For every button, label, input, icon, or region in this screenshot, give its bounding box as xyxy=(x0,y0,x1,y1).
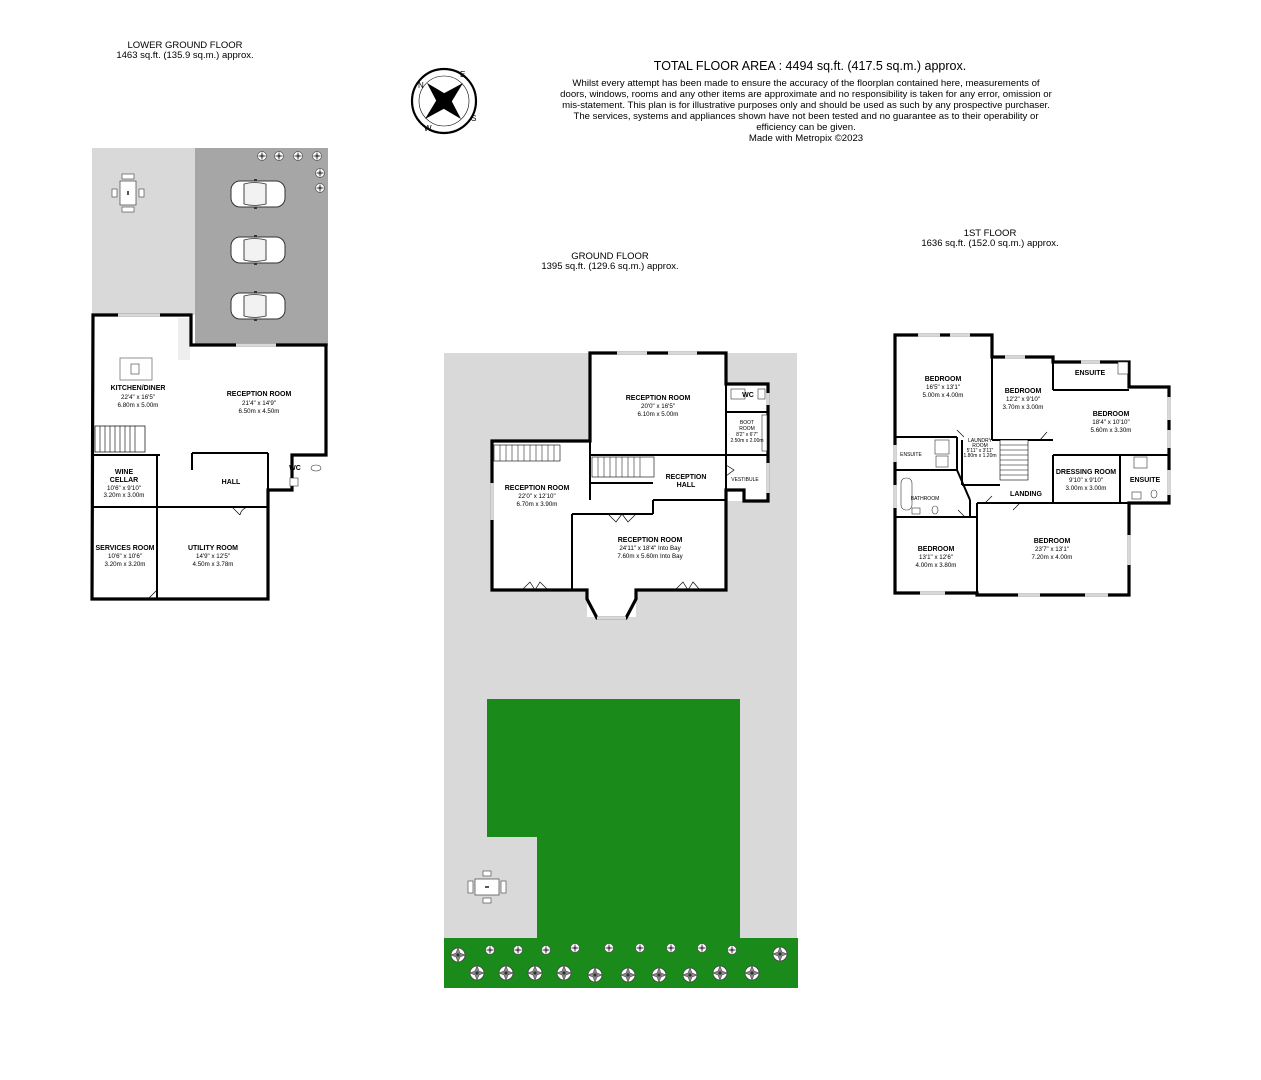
g-wc: WC xyxy=(742,392,754,399)
car-1 xyxy=(230,178,286,210)
compass-w-label: W xyxy=(424,124,432,133)
first-area: 1636 sq.ft. (152.0 sq.m.) approx. xyxy=(921,238,1059,249)
f-bed4-imperial: 13'1" x 12'6" xyxy=(919,554,953,561)
g-hall-line1: RECEPTION xyxy=(666,474,707,481)
f-laundry-metric: 1.80m x 1.20m xyxy=(963,453,996,459)
f-bed1-name: BEDROOM xyxy=(925,376,962,383)
f-bed4-name: BEDROOM xyxy=(918,546,955,553)
compass-n-label: N xyxy=(418,81,424,90)
lg-services-name: SERVICES ROOM xyxy=(96,545,155,552)
g-boot-imperial: 8'2" x 6'7" xyxy=(736,432,758,438)
f-bed2-name: BEDROOM xyxy=(1005,388,1042,395)
g-reception-bay-imperial: 24'11" x 18'4" Into Bay xyxy=(619,545,681,552)
lower-ground-floor-header: LOWER GROUND FLOOR 1463 sq.ft. (135.9 sq… xyxy=(100,41,270,61)
disclaimer-text: Whilst every attempt has been made to en… xyxy=(560,78,1052,133)
ground-area: 1395 sq.ft. (129.6 sq.m.) approx. xyxy=(541,261,679,272)
f-bed1-imperial: 16'5" x 13'1" xyxy=(926,384,960,391)
first-floor-header: 1ST FLOOR 1636 sq.ft. (152.0 sq.m.) appr… xyxy=(890,229,1090,249)
lg-services-imperial: 10'6" x 10'6" xyxy=(108,553,142,560)
lg-reception-metric: 6.50m x 4.50m xyxy=(239,408,280,415)
lg-wc: WC xyxy=(289,465,301,472)
car-3 xyxy=(230,290,286,322)
f-laundry-line2: ROOM xyxy=(972,443,988,449)
f-landing: LANDING xyxy=(1010,491,1042,498)
f-dressing-name: DRESSING ROOM xyxy=(1056,469,1116,476)
f-dressing-imperial: 9'10" x 9'10" xyxy=(1069,477,1103,484)
f-bed5-imperial: 23'7" x 13'1" xyxy=(1035,546,1069,553)
g-reception-bay-name: RECEPTION ROOM xyxy=(618,537,683,544)
f-laundry-line1: LAUNDRY xyxy=(968,438,992,444)
lawn xyxy=(487,699,740,938)
lg-kitchen-name: KITCHEN/DINER xyxy=(111,385,166,392)
lg-wine-line2: CELLAR xyxy=(110,477,138,484)
f-bed3-metric: 5.60m x 3.30m xyxy=(1091,427,1132,434)
lower-ground-plan: KITCHEN/DINER 22'4" x 16'5" 6.80m x 5.00… xyxy=(90,148,328,601)
g-reception-top-name: RECEPTION ROOM xyxy=(626,395,691,402)
lg-kitchen-imperial: 22'4" x 16'5" xyxy=(121,394,155,401)
total-floor-area: TOTAL FLOOR AREA : 4494 sq.ft. (417.5 sq… xyxy=(653,59,967,73)
g-reception-left-metric: 6.70m x 3.90m xyxy=(517,501,558,508)
f-dressing-metric: 3.00m x 3.00m xyxy=(1066,485,1107,492)
f-ensuite-right: ENSUITE xyxy=(1130,477,1161,484)
metropix-credit: Made with Metropix ©2023 xyxy=(748,133,864,144)
lower-patio xyxy=(92,148,195,315)
f-bed3-imperial: 18'4" x 10'10" xyxy=(1092,419,1129,426)
disclaimer-block: Whilst every attempt has been made to en… xyxy=(560,78,1052,144)
g-vestibule: VESTIBULE xyxy=(731,477,759,483)
g-reception-bay-metric: 7.60m x 5.60m Into Bay xyxy=(617,553,683,560)
f-ensuite-left: ENSUITE xyxy=(900,452,922,458)
g-reception-left-imperial: 22'0" x 12'10" xyxy=(518,493,555,500)
lg-services-metric: 3.20m x 3.20m xyxy=(105,561,146,568)
lower-ground-area: 1463 sq.ft. (135.9 sq.m.) approx. xyxy=(116,50,254,61)
g-boot-metric: 2.50m x 2.00m xyxy=(730,438,763,444)
lg-wine-line1: WINE xyxy=(115,469,134,476)
lower-ground-title: LOWER GROUND FLOOR xyxy=(127,40,243,51)
f-ensuite-top: ENSUITE xyxy=(1075,370,1106,377)
lg-utility-name: UTILITY ROOM xyxy=(188,545,238,552)
g-reception-left-name: RECEPTION ROOM xyxy=(505,485,570,492)
lg-wine-metric: 3.20m x 3.00m xyxy=(104,492,145,499)
ground-plan: RECEPTION ROOM 20'0" x 16'5" 6.10m x 5.0… xyxy=(444,351,798,988)
compass-e-label: E xyxy=(460,70,465,79)
f-bed1-metric: 5.00m x 4.00m xyxy=(923,392,964,399)
g-hall-line2: HALL xyxy=(677,482,696,489)
lg-reception-imperial: 21'4" x 14'9" xyxy=(242,400,276,407)
f-laundry-imperial: 5'11" x 3'11" xyxy=(967,448,994,454)
lg-utility-imperial: 14'9" x 12'5" xyxy=(196,553,230,560)
f-bed5-metric: 7.20m x 4.00m xyxy=(1032,554,1073,561)
first-floor-plan: BEDROOM 16'5" x 13'1" 5.00m x 4.00m BEDR… xyxy=(893,333,1171,597)
lg-reception-name: RECEPTION ROOM xyxy=(227,391,292,398)
g-boot-line1: BOOT xyxy=(740,420,754,426)
g-reception-top-imperial: 20'0" x 16'5" xyxy=(641,403,675,410)
ground-floor-header: GROUND FLOOR 1395 sq.ft. (129.6 sq.m.) a… xyxy=(510,252,710,272)
f-bed4-metric: 4.00m x 3.80m xyxy=(916,562,957,569)
f-bed5-name: BEDROOM xyxy=(1034,538,1071,545)
compass-rose: N E S W xyxy=(410,67,478,135)
lg-utility-metric: 4.50m x 3.78m xyxy=(193,561,234,568)
g-reception-top-metric: 6.10m x 5.00m xyxy=(638,411,679,418)
f-bed2-metric: 3.70m x 3.00m xyxy=(1003,404,1044,411)
lg-wine-imperial: 10'6" x 9'10" xyxy=(107,485,141,492)
garden-border xyxy=(444,938,798,988)
f-bathroom: BATHROOM xyxy=(911,496,940,502)
g-boot-line2: ROOM xyxy=(739,426,755,432)
ground-title: GROUND FLOOR xyxy=(571,251,649,262)
lg-kitchen-metric: 6.80m x 5.00m xyxy=(118,402,159,409)
f-bed2-imperial: 12'2" x 9'10" xyxy=(1006,396,1040,403)
f-bed3-name: BEDROOM xyxy=(1093,411,1130,418)
lg-hall: HALL xyxy=(222,479,241,486)
first-title: 1ST FLOOR xyxy=(963,228,1017,239)
compass-s-label: S xyxy=(471,114,476,123)
car-2 xyxy=(230,234,286,266)
